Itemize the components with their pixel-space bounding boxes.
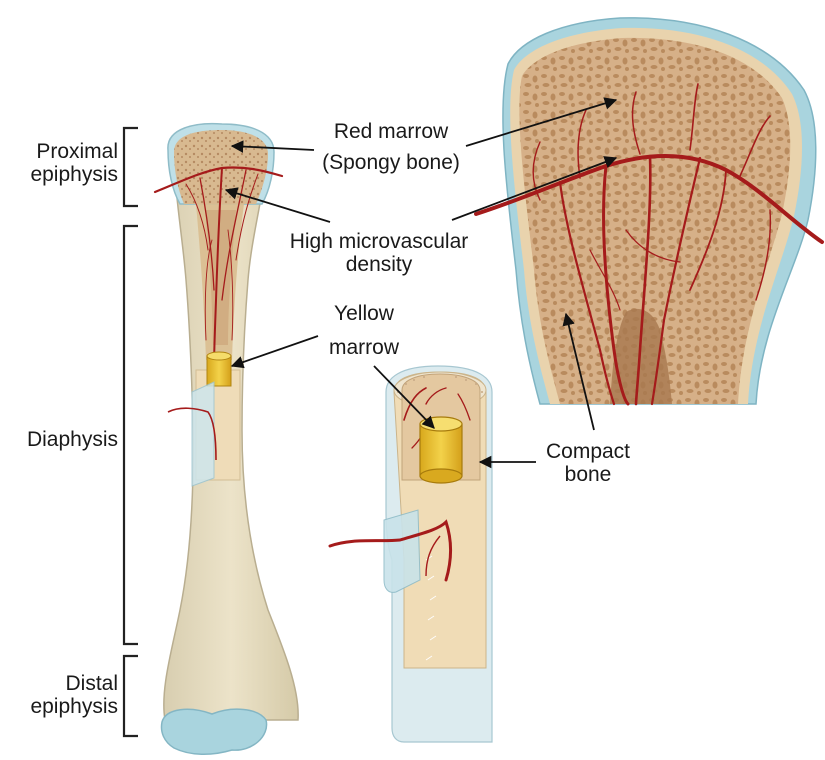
bracket-distal	[124, 656, 138, 736]
bracket-proximal	[124, 128, 138, 206]
label-proximal-line1: Proximal	[6, 140, 118, 163]
yellow-marrow-small	[207, 352, 231, 386]
full-long-bone	[155, 124, 298, 755]
label-red-marrow-line2: (Spongy bone)	[300, 151, 482, 174]
distal-cartilage	[162, 709, 267, 754]
label-diaphysis-text: Diaphysis	[4, 428, 118, 451]
label-high-microvascular-density: High microvascular density	[266, 230, 492, 276]
shaft-cross-section	[330, 366, 492, 742]
label-distal-epiphysis: Distal epiphysis	[6, 672, 118, 718]
label-microvascular-line2: density	[266, 253, 492, 276]
label-yellow-marrow: Yellow marrow	[314, 302, 414, 359]
label-distal-line2: epiphysis	[6, 695, 118, 718]
label-distal-line1: Distal	[6, 672, 118, 695]
label-yellow-marrow-line2: marrow	[314, 336, 414, 359]
label-yellow-marrow-line1: Yellow	[314, 302, 414, 325]
label-diaphysis: Diaphysis	[4, 428, 118, 451]
periosteum-sleeve	[192, 382, 214, 486]
label-red-marrow: Red marrow (Spongy bone)	[300, 120, 482, 174]
label-compact-bone-line2: bone	[530, 463, 646, 486]
label-proximal-epiphysis: Proximal epiphysis	[6, 140, 118, 186]
region-brackets	[124, 128, 138, 736]
label-compact-bone: Compact bone	[530, 440, 646, 486]
label-proximal-line2: epiphysis	[6, 163, 118, 186]
arrow-yellow-marrow-left	[232, 336, 318, 366]
bracket-diaphysis	[124, 226, 138, 644]
zoomed-epiphysis	[476, 18, 822, 404]
cs-periosteum-flap	[384, 510, 420, 592]
label-red-marrow-line1: Red marrow	[300, 120, 482, 143]
label-compact-bone-line1: Compact	[530, 440, 646, 463]
label-microvascular-line1: High microvascular	[266, 230, 492, 253]
yellow-marrow-cylinder	[420, 417, 462, 483]
